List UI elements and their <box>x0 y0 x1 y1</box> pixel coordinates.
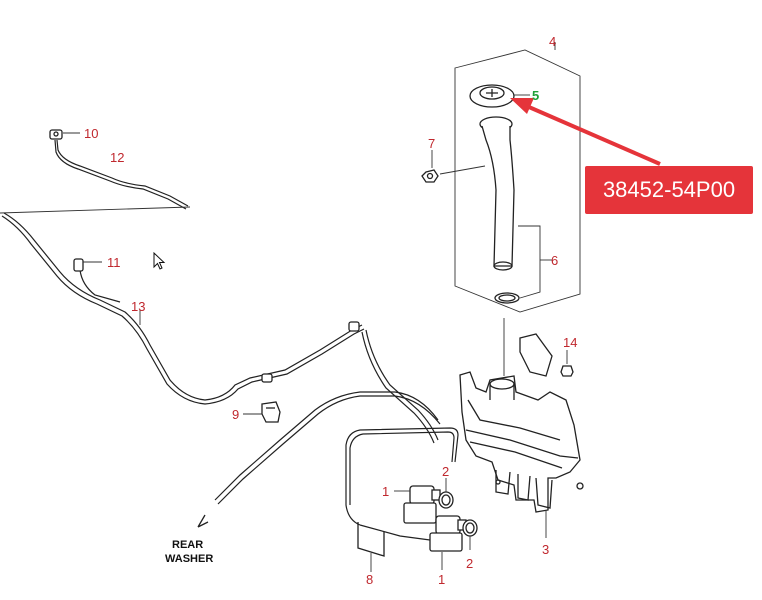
pump-1-upper <box>394 485 441 524</box>
pump-1-lower <box>429 515 467 570</box>
nozzle-10 <box>49 129 80 140</box>
hose-13 <box>1 212 365 405</box>
rear-washer-label-line2: WASHER <box>165 553 213 565</box>
washer-tank-3 <box>459 318 584 538</box>
filler-neck-6 <box>479 116 552 304</box>
clip-9 <box>243 401 281 423</box>
callout-5: 5 <box>532 88 539 103</box>
part-number-text: 38452-54P00 <box>602 177 736 202</box>
callout-6: 6 <box>551 253 558 268</box>
connector-13 <box>261 321 360 383</box>
mouse-cursor-icon <box>153 252 166 270</box>
callout-1-lower: 1 <box>438 572 445 587</box>
part-number-callout: 38452-54P00 <box>585 166 753 214</box>
callout-10: 10 <box>84 126 98 141</box>
bolt-14 <box>560 350 574 377</box>
callout-9: 9 <box>232 407 239 422</box>
callout-14: 14 <box>563 335 577 350</box>
callout-2-lower: 2 <box>466 556 473 571</box>
callout-3: 3 <box>542 542 549 557</box>
hose-12 <box>0 139 191 214</box>
rear-washer-label-line1: REAR <box>172 539 203 551</box>
callout-arrow <box>510 98 661 166</box>
callout-12: 12 <box>110 150 124 165</box>
callout-11: 11 <box>107 255 121 270</box>
cap-5 <box>469 84 530 108</box>
bracket-8 <box>357 522 385 572</box>
pump-hoses <box>197 329 459 541</box>
nozzle-11 <box>73 258 102 272</box>
callout-2-upper: 2 <box>442 464 449 479</box>
grommet-2-lower <box>462 519 478 550</box>
callout-7: 7 <box>428 136 435 151</box>
callout-8: 8 <box>366 572 373 587</box>
bolt-7 <box>421 150 486 183</box>
callout-1-upper: 1 <box>382 484 389 499</box>
callout-13: 13 <box>131 299 145 314</box>
cap-assembly-box-4 <box>454 42 581 313</box>
grommet-2-upper <box>438 478 454 509</box>
callout-4: 4 <box>549 34 556 49</box>
